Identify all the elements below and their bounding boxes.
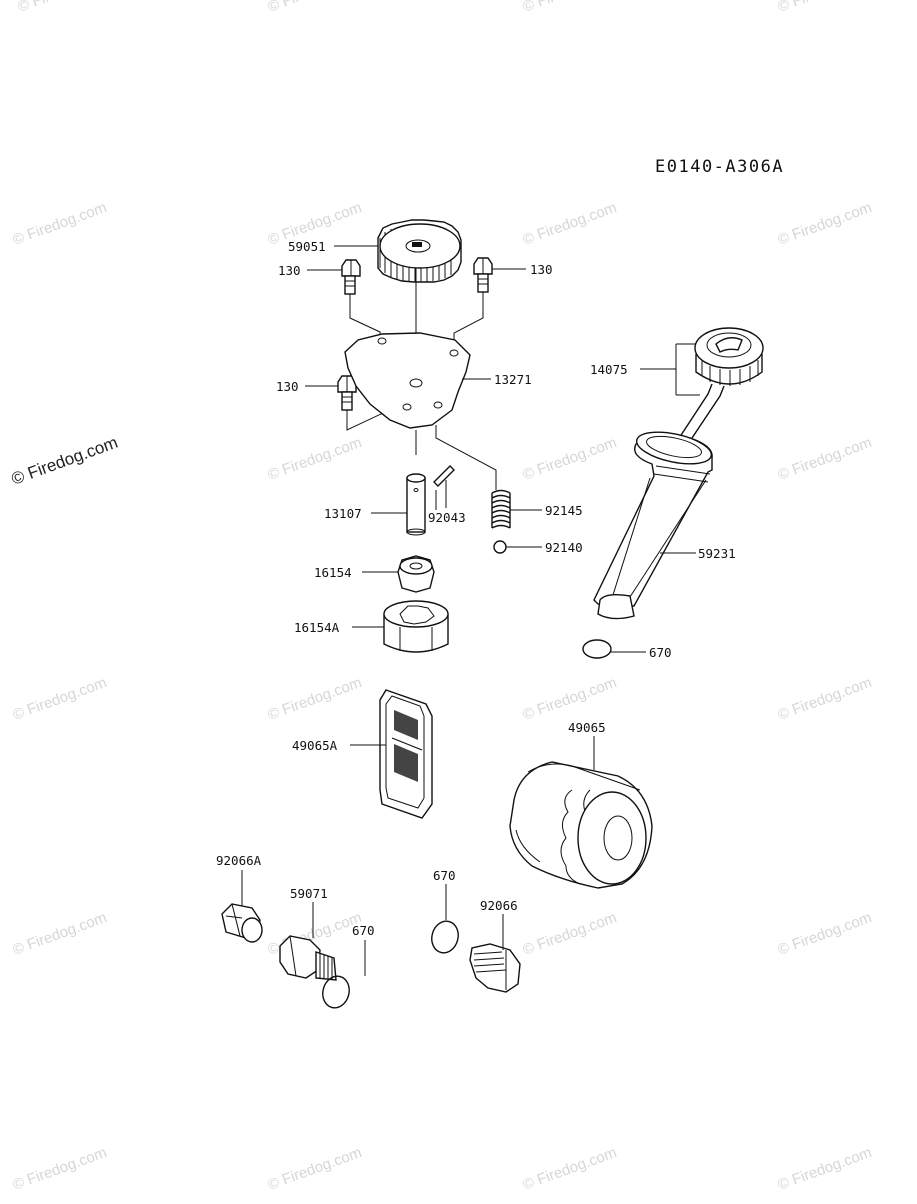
watermark: © Firedog.com (521, 1144, 619, 1194)
label-130-lower: 130 (276, 379, 299, 394)
watermark: © Firedog.com (11, 1144, 109, 1194)
watermark: © Firedog.com (776, 199, 874, 249)
label-92066A: 92066A (216, 853, 262, 868)
watermark-layer: © Firedog.com © Firedog.com © Firedog.co… (9, 0, 874, 1194)
watermark: © Firedog.com (521, 434, 619, 484)
cover-plate-13271 (344, 332, 471, 429)
diagram-code: E0140-A306A (655, 157, 784, 177)
label-16154: 16154 (314, 565, 352, 580)
assembly-line (349, 294, 381, 338)
watermark: © Firedog.com (521, 674, 619, 724)
label-49065: 49065 (568, 720, 606, 735)
label-92043: 92043 (428, 510, 466, 525)
label-130-right: 130 (530, 262, 553, 277)
drain-plug-92066A (221, 903, 263, 943)
o-ring-670 (582, 639, 612, 659)
pin-92043 (433, 465, 455, 487)
assembly-line (435, 425, 497, 490)
bolt-130-left (341, 259, 361, 295)
watermark: © Firedog.com (776, 1144, 874, 1194)
spring-92145 (491, 489, 511, 530)
watermark: © Firedog.com (776, 0, 874, 16)
label-13271: 13271 (494, 372, 532, 387)
watermark-dark: © Firedog.com (9, 433, 120, 489)
assembly-line (453, 292, 484, 345)
bolt-130-right (473, 257, 493, 293)
watermark: © Firedog.com (776, 674, 874, 724)
label-13107: 13107 (324, 506, 362, 521)
o-ring-670 (322, 975, 350, 1009)
watermark: © Firedog.com (776, 434, 874, 484)
oil-filter-49065 (509, 761, 653, 889)
label-92066: 92066 (480, 898, 518, 913)
outer-rotor-16154A (383, 600, 449, 653)
watermark: © Firedog.com (266, 0, 364, 16)
label-670-mid: 670 (433, 868, 456, 883)
watermark: © Firedog.com (521, 0, 619, 16)
ball-92140 (493, 540, 507, 554)
label-670-tube: 670 (649, 645, 672, 660)
watermark: © Firedog.com (266, 1144, 364, 1194)
label-49065A: 49065A (292, 738, 338, 753)
label-670-lower: 670 (352, 923, 375, 938)
watermark: © Firedog.com (11, 199, 109, 249)
label-130-left: 130 (278, 263, 301, 278)
watermark: © Firedog.com (11, 909, 109, 959)
watermark: © Firedog.com (11, 674, 109, 724)
label-59071: 59071 (290, 886, 328, 901)
plug-59071 (279, 935, 337, 981)
label-16154A: 16154A (294, 620, 340, 635)
shaft-13107 (406, 473, 426, 536)
bolt-130-lower (337, 375, 357, 411)
label-92145: 92145 (545, 503, 583, 518)
drain-plug-92066 (469, 943, 521, 993)
filler-tube-59231 (593, 431, 713, 620)
label-59231: 59231 (698, 546, 736, 561)
o-ring-670 (431, 920, 459, 954)
watermark: © Firedog.com (521, 909, 619, 959)
gear-59051 (377, 219, 462, 283)
label-14075: 14075 (590, 362, 628, 377)
oil-screen-49065A (379, 689, 433, 819)
leader-14075 (640, 343, 700, 396)
watermark: © Firedog.com (266, 674, 364, 724)
watermark: © Firedog.com (266, 434, 364, 484)
dipstick-cap-14075 (665, 327, 764, 463)
watermark: © Firedog.com (521, 199, 619, 249)
watermark: © Firedog.com (776, 909, 874, 959)
label-92140: 92140 (545, 540, 583, 555)
watermark: © Firedog.com (16, 0, 114, 16)
inner-rotor-16154 (397, 555, 435, 593)
label-59051: 59051 (288, 239, 326, 254)
